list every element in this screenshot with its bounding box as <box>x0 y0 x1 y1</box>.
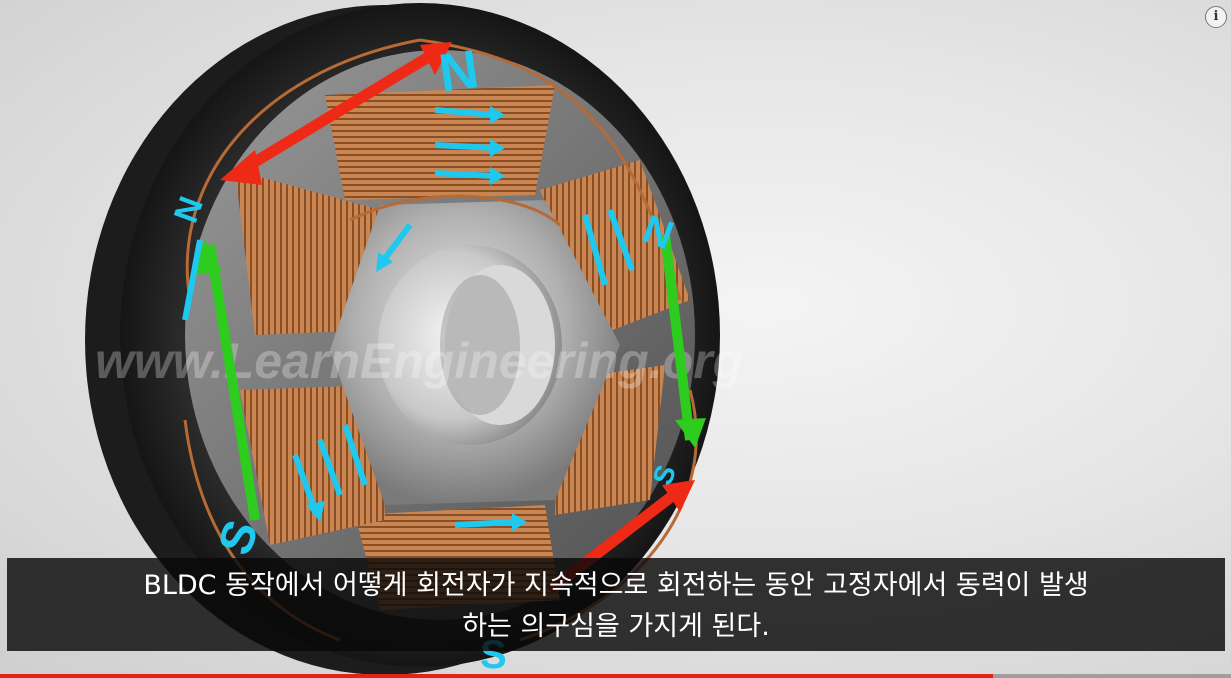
progress-bar-played <box>0 674 994 678</box>
subtitle-line-1: BLDC 동작에서 어떻게 회전자가 지속적으로 회전하는 동안 고정자에서 동… <box>143 570 1089 601</box>
subtitle-line-2: 하는 의구심을 가지게 된다. <box>462 611 770 642</box>
green-field-arrows <box>192 234 706 521</box>
pole-label-n-top: N <box>435 39 482 104</box>
subtitle-box: BLDC 동작에서 어떻게 회전자가 지속적으로 회전하는 동안 고정자에서 동… <box>7 558 1225 651</box>
info-icon[interactable]: i <box>1205 6 1227 28</box>
cyan-current-arrows <box>182 106 635 531</box>
progress-bar[interactable] <box>0 674 1231 678</box>
video-watermark: www.LearnEngineering.org <box>95 333 743 389</box>
